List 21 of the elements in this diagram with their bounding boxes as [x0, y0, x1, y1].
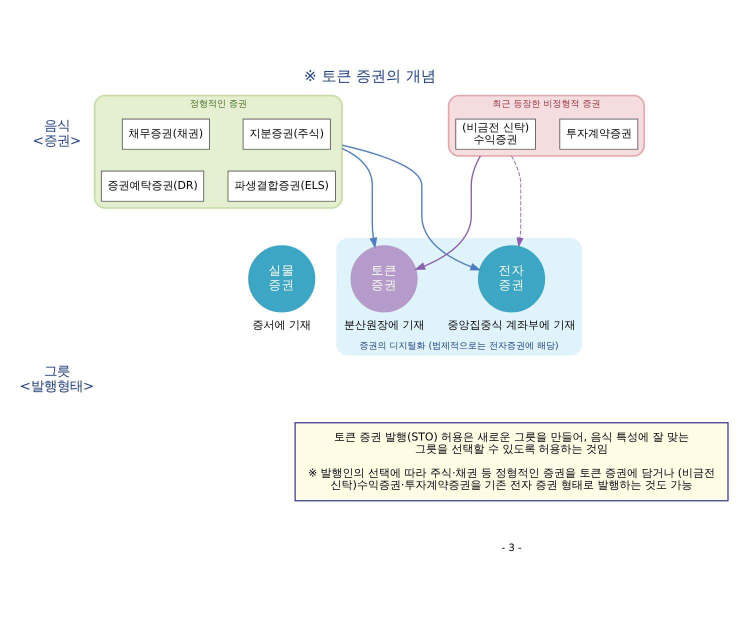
node-box: 채무증권(채권) [122, 118, 210, 150]
node-box: 증권예탁증권(DR) [100, 170, 204, 202]
node-label: 중앙집중식 계좌부에 기재 [448, 318, 576, 331]
label: 음식 <증권> [32, 118, 82, 148]
arrow [342, 147, 378, 248]
label: - 3 - [502, 542, 522, 554]
diagram-title: ※ 토큰 증권의 개념 [304, 66, 436, 84]
node-box: 파생결합증권(ELS) [228, 170, 336, 202]
label: 그릇 <발행형태> [20, 364, 94, 394]
node-box: (비금전 신탁) 수익증권 [455, 118, 536, 150]
node-box: 투자계약증권 [559, 118, 638, 150]
node-box: 지분증권(주식) [242, 118, 331, 150]
arrow [414, 155, 481, 270]
arrow [342, 144, 482, 270]
node-label: 분산원장에 기재 [344, 318, 424, 331]
node-circle: 전자 증권 [478, 244, 546, 312]
node-box: 토큰 증권 발행(STO) 허용은 새로운 그릇을 만들어, 음식 특성에 잘 맞는 그릇을 선택할 수 있도록 허용하는 것임 ※ 발행인의 선택에 따라 주식·채권 등 정형적인 증권을 토큰 증권에 담거나 (비금전 신탁)수익증권·투자계약증권을 기존 전자 증권 형태로 발행하는 것도 가능 [294, 422, 729, 501]
node-circle: 토큰 증권 [350, 244, 418, 312]
node-circle: 실물 증권 [248, 244, 316, 312]
node-label: 증서에 기재 [252, 318, 311, 331]
arrow [511, 155, 524, 248]
